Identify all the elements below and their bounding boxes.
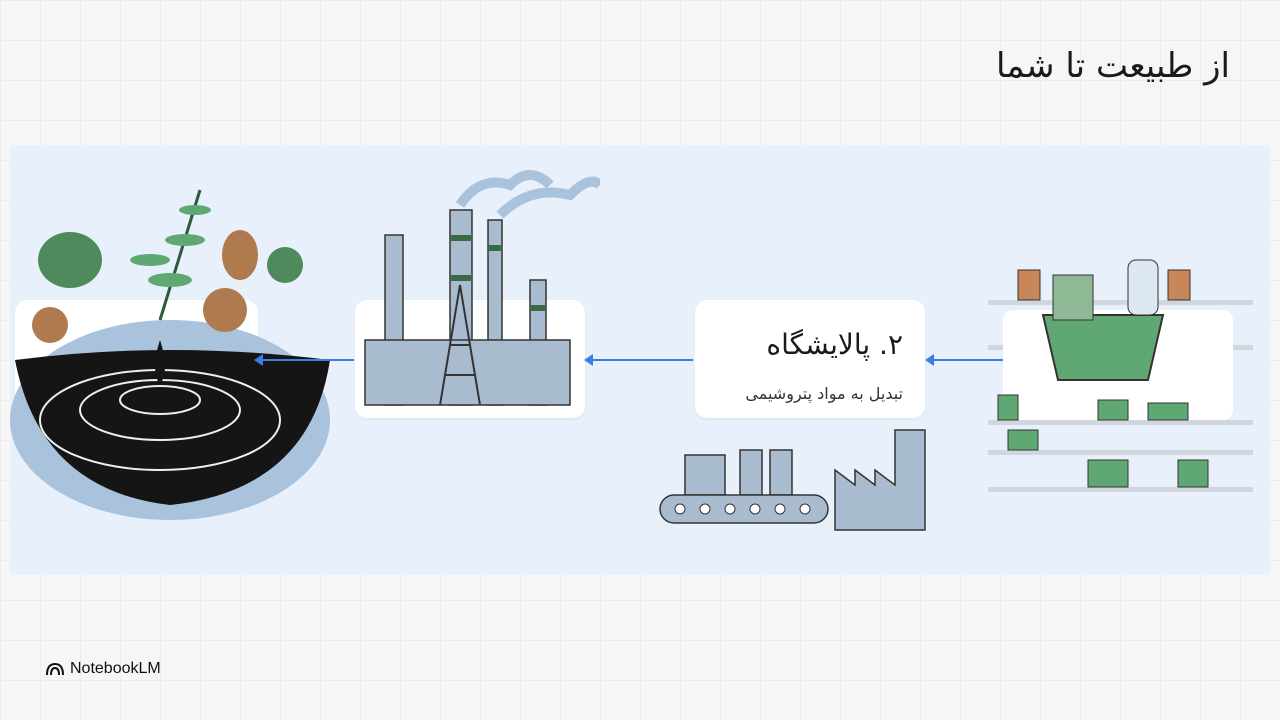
notebooklm-logo-icon [46,662,64,676]
notebooklm-logo: NotebookLM [46,660,161,678]
slide-title: از طبیعت تا شما [996,46,1230,86]
refinery-illustration [364,170,600,406]
store-shelves-illustration [988,259,1253,492]
step-card-refinery: ۲. پالایشگاه تبدیل به مواد پتروشیمی [695,300,925,418]
oil-ground-illustration [10,189,330,520]
step-subtitle: تبدیل به مواد پتروشیمی [745,384,903,403]
flow-arrow [254,354,354,366]
factory-conveyor-illustration [659,429,926,531]
brand-name: NotebookLM [70,660,161,677]
flow-arrow [925,354,1003,366]
step-title: ۲. پالایشگاه [766,328,903,361]
flow-arrow [584,354,693,366]
